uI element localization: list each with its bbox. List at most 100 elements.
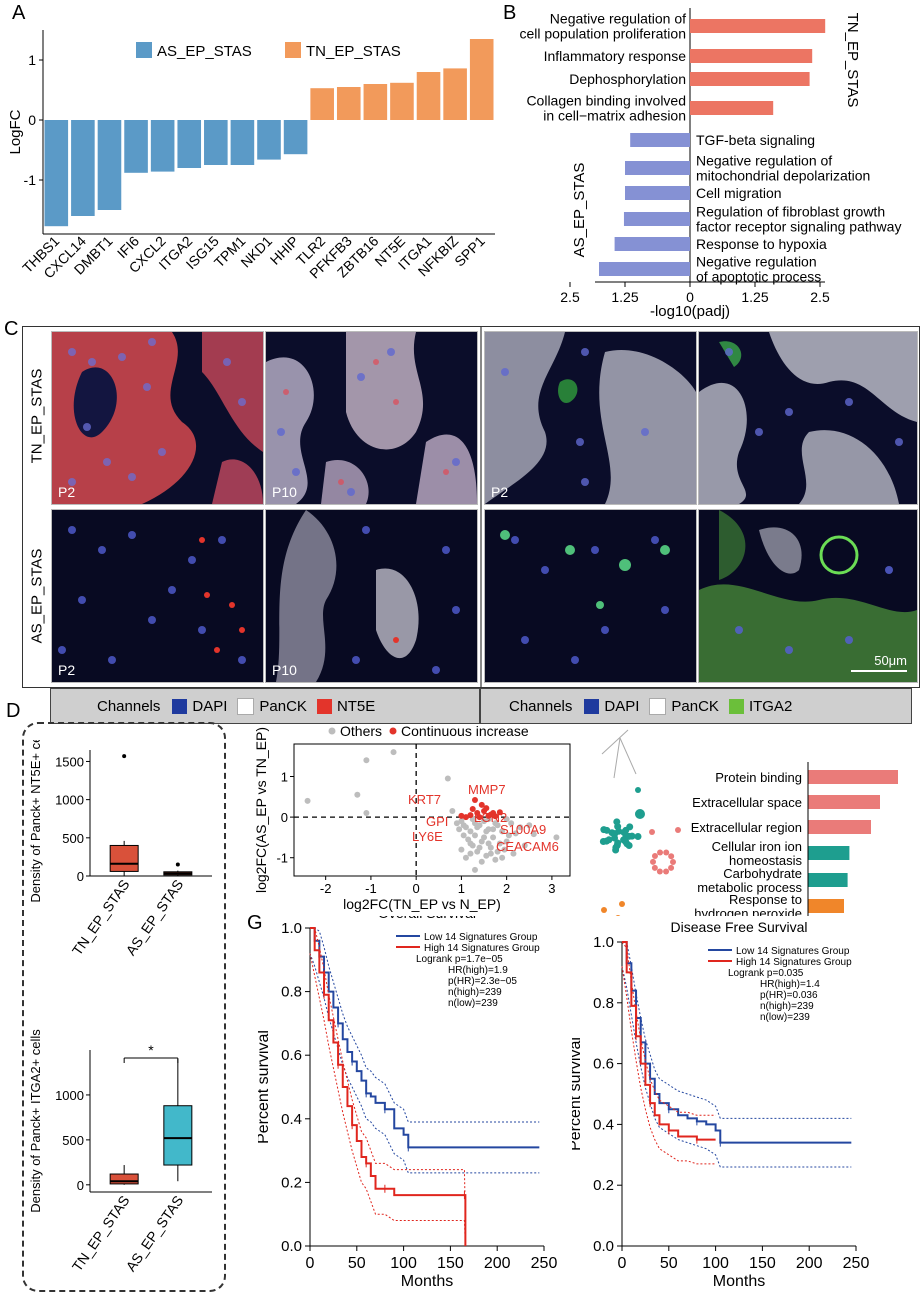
y-tick-label: 0	[77, 869, 84, 884]
micro-as-p10-nt5e: P10	[265, 509, 478, 683]
significance-label: *	[148, 1042, 154, 1058]
point-increase	[458, 812, 465, 819]
legend-swatch	[584, 698, 600, 714]
network-node	[615, 915, 621, 916]
y-tick-label: 0.4	[281, 1111, 302, 1128]
point-others	[363, 757, 370, 764]
x-tick-label: NKD1	[237, 233, 275, 271]
point-others	[483, 852, 490, 859]
stat-text: Logrank p=0.035	[728, 968, 804, 979]
point-others	[492, 820, 499, 827]
network-node	[663, 868, 670, 875]
bar	[808, 846, 850, 860]
point-others	[467, 840, 474, 847]
stat-text: HR(high)=1.9	[448, 965, 508, 976]
bar	[150, 120, 175, 172]
bar	[204, 120, 228, 165]
x-tick-label: 150	[749, 1255, 776, 1272]
network-node	[620, 828, 628, 836]
panel-d-frame	[22, 722, 226, 1292]
y-axis-label: Percent survival	[572, 1037, 584, 1151]
bar	[443, 68, 467, 120]
network-node	[605, 836, 613, 844]
point-annotation: LCN2	[474, 810, 507, 825]
x-tick-label: 0	[413, 881, 420, 896]
legend-marker	[328, 727, 336, 735]
bar	[310, 88, 334, 120]
bar	[808, 795, 880, 809]
network-node	[611, 830, 619, 838]
micro-image	[485, 510, 696, 682]
bar-label: Collagen binding involved	[526, 93, 686, 109]
panel-label-g: G	[247, 912, 263, 934]
legend-label: PanCK	[671, 697, 719, 715]
point-others	[460, 832, 467, 839]
bar	[416, 72, 441, 120]
point-others	[467, 828, 474, 835]
group-label-as: AS_EP_STAS	[571, 163, 588, 258]
chart-title: Disease Free Survival	[671, 919, 808, 935]
x-tick-label: 250	[531, 1255, 558, 1272]
tile-label: P2	[491, 484, 509, 500]
micro-image	[699, 510, 917, 682]
outlier	[175, 862, 180, 867]
confidence-band	[309, 953, 540, 1174]
legend-label: Low 14 Signatures Group	[424, 932, 538, 943]
legend-swatch	[728, 698, 744, 714]
point-others	[492, 856, 499, 863]
network-edge	[601, 729, 629, 755]
point-others	[499, 854, 506, 861]
channel-legend-nt5e: Channels DAPI PanCK NT5E	[50, 688, 480, 724]
y-tick-label: 0	[77, 1178, 84, 1193]
network-node	[635, 787, 641, 793]
point-increase	[471, 797, 478, 804]
confidence-band	[310, 927, 466, 1221]
point-others	[460, 822, 467, 829]
point-others	[553, 834, 560, 841]
y-tick-label: 1000	[55, 1088, 84, 1103]
confidence-band	[310, 927, 540, 1123]
bar-label: cell population proliferation	[519, 26, 686, 42]
confidence-band	[621, 941, 716, 1116]
micro-image	[266, 510, 477, 682]
point-others	[503, 816, 510, 823]
network-node	[675, 827, 681, 833]
bar-label: Dephosphorylation	[569, 71, 686, 87]
bar	[630, 133, 690, 147]
x-tick-label: 2.5	[560, 289, 580, 305]
point-others	[526, 822, 533, 829]
point-others	[485, 840, 492, 847]
point-annotation: S100A9	[500, 822, 546, 837]
confidence-band	[621, 966, 716, 1165]
bar-label: Carbohydrate	[723, 866, 802, 881]
bar	[230, 120, 255, 165]
micro-as-p2-itga2	[484, 509, 697, 683]
micro-as-p2-nt5e: P2	[51, 509, 264, 683]
x-tick-label: 150	[437, 1255, 464, 1272]
x-tick-label: 100	[702, 1255, 729, 1272]
point-others	[476, 844, 483, 851]
point-others	[481, 818, 488, 825]
bar-label: Response to hypoxia	[696, 236, 827, 252]
point-others	[481, 834, 488, 841]
point-others	[449, 808, 456, 815]
point-increase	[469, 805, 476, 812]
panel-c-immunofluorescence: TN_EP_STAS AS_EP_STAS P2	[22, 326, 920, 688]
tile-label: P2	[58, 484, 76, 500]
bar	[625, 161, 690, 175]
bar-label: Protein binding	[715, 770, 802, 785]
y-tick-label: 0	[28, 112, 36, 128]
network-node	[635, 809, 645, 819]
bar-label: Negative regulation	[696, 254, 817, 270]
bar	[690, 72, 810, 86]
bar	[808, 899, 844, 913]
micro-tn-p2-itga2: P2	[484, 331, 697, 505]
row-label-as: AS_EP_STAS	[28, 548, 46, 644]
x-tick-label: TN_EP_STAS	[69, 1193, 133, 1275]
box	[109, 844, 139, 872]
point-others	[478, 858, 485, 865]
group-label-tn: TN_EP_STAS	[844, 13, 861, 108]
point-others	[453, 820, 460, 827]
bar-label: Cell migration	[696, 185, 782, 201]
